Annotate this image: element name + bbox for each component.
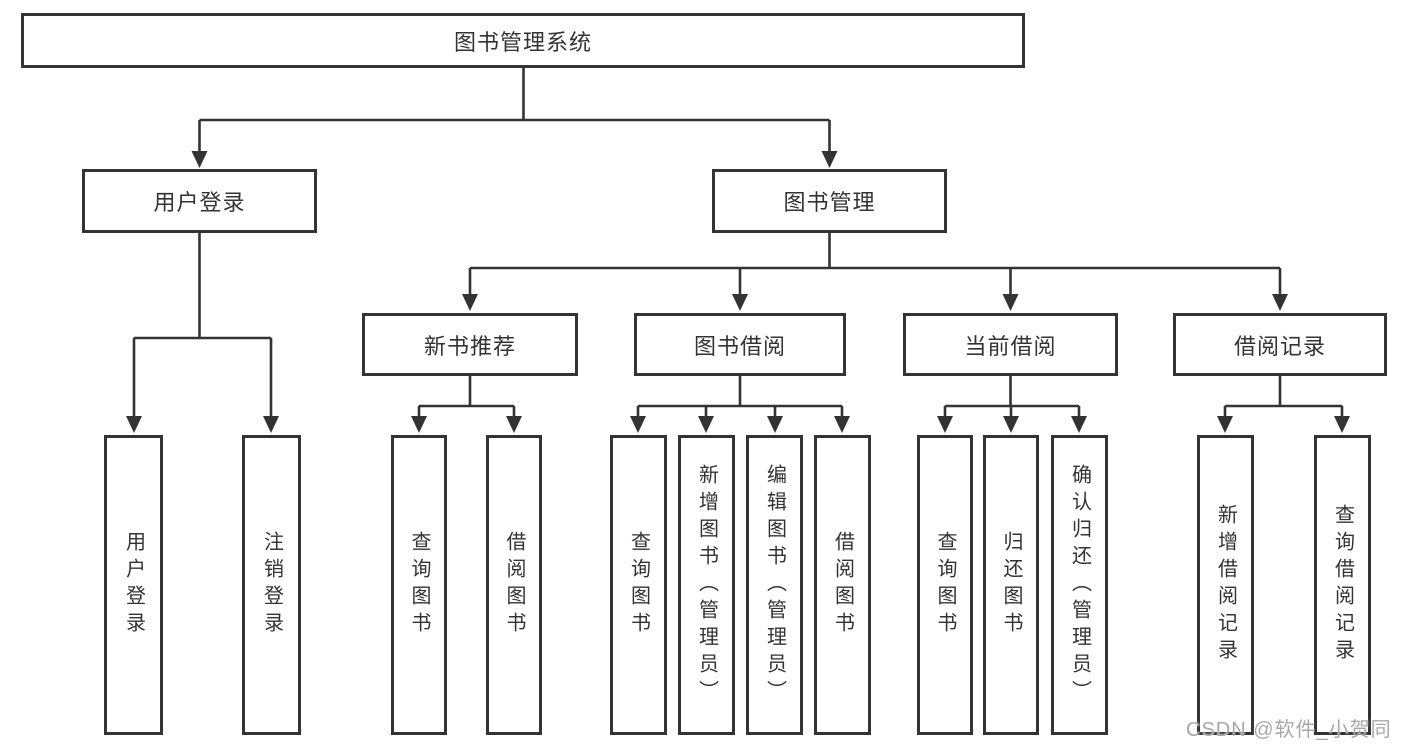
leaf-confirm-return-admin: 确认归还（管理员）: [1051, 435, 1108, 735]
node-label: 用户登录: [153, 190, 246, 215]
leaf-borrow-books: 借阅图书: [814, 435, 871, 735]
leaf-edit-books-admin: 编辑图书（管理员）: [746, 435, 803, 735]
node-book-borrowing: 图书借阅: [634, 313, 846, 376]
node-user-login: 用户登录: [82, 169, 317, 233]
leaf-label: 用户登录: [122, 531, 145, 639]
leaf-label: 查询图书: [934, 531, 956, 639]
node-label: 当前借阅: [964, 333, 1057, 359]
node-new-book-recommend: 新书推荐: [362, 313, 578, 376]
leaf-label: 借阅图书: [503, 531, 525, 639]
leaf-label: 编辑图书（管理员）: [763, 463, 786, 707]
node-borrowing-records: 借阅记录: [1173, 313, 1387, 376]
leaf-add-books-admin: 新增图书（管理员）: [678, 435, 735, 735]
leaf-query-borrow-record: 查询借阅记录: [1314, 435, 1371, 735]
arrowheads: [126, 151, 1350, 433]
leaf-add-borrow-record: 新增借阅记录: [1197, 435, 1254, 735]
watermark: CSDN @软件_小贺同学: [1186, 719, 1392, 741]
leaf-query-books-recommend: 查询图书: [391, 435, 447, 735]
node-book-management: 图书管理: [712, 169, 947, 233]
node-label: 图书管理系统: [453, 29, 592, 55]
leaf-label: 确认归还（管理员）: [1068, 463, 1091, 707]
leaf-label: 查询借阅记录: [1331, 504, 1354, 666]
node-library-system: 图书管理系统: [21, 13, 1025, 68]
leaf-label: 归还图书: [1000, 531, 1022, 639]
node-label: 新书推荐: [423, 333, 516, 359]
leaf-label: 借阅图书: [831, 531, 854, 639]
leaf-label: 新增图书（管理员）: [695, 463, 718, 707]
leaf-label: 查询图书: [408, 531, 430, 639]
leaf-label: 新增借阅记录: [1214, 504, 1237, 666]
leaf-label: 查询图书: [627, 531, 650, 639]
leaf-user-login: 用户登录: [104, 435, 163, 735]
leaf-borrow-books-recommend: 借阅图书: [486, 435, 542, 735]
node-current-borrowing: 当前借阅: [903, 313, 1118, 376]
leaf-query-books-borrowing: 查询图书: [610, 435, 667, 735]
leaf-return-books: 归还图书: [983, 435, 1039, 735]
node-label: 图书管理: [783, 190, 876, 215]
leaf-query-books-current: 查询图书: [917, 435, 973, 735]
leaf-label: 注销登录: [260, 531, 283, 639]
node-label: 图书借阅: [693, 333, 786, 359]
leaf-logout: 注销登录: [242, 435, 301, 735]
node-label: 借阅记录: [1233, 333, 1326, 359]
